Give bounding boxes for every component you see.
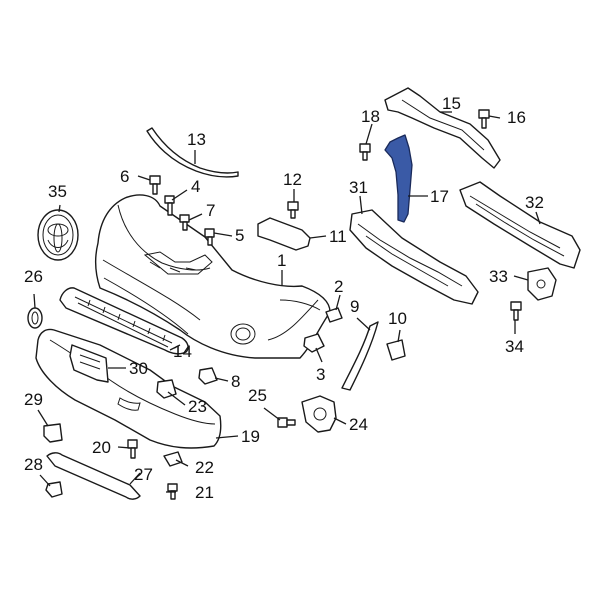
callout-6: 6: [120, 167, 129, 186]
part-12-screw[interactable]: [287, 201, 299, 219]
callout-labels: 1 2 3 4 5 6 7 8 9 10 11 12 13 14 15 16 1…: [24, 94, 544, 502]
callout-30: 30: [129, 359, 148, 378]
callout-10: 10: [388, 309, 407, 328]
callout-26: 26: [24, 267, 43, 286]
callout-8: 8: [231, 372, 240, 391]
callout-18: 18: [361, 107, 380, 126]
callout-21: 21: [195, 483, 214, 502]
part-22-clip[interactable]: [163, 451, 183, 467]
part-21-screw[interactable]: [167, 483, 178, 500]
callout-16: 16: [507, 108, 526, 127]
callout-31: 31: [349, 178, 368, 197]
callout-4: 4: [191, 177, 200, 196]
callout-27: 27: [134, 465, 153, 484]
callout-2: 2: [334, 277, 343, 296]
leader-lines: [33, 111, 541, 493]
callout-22: 22: [195, 458, 214, 477]
part-3-fastener[interactable]: [303, 333, 325, 353]
callout-28: 28: [24, 455, 43, 474]
callout-19: 19: [241, 427, 260, 446]
callout-1: 1: [277, 251, 286, 270]
callout-7: 7: [206, 201, 215, 220]
part-19-lower-valance[interactable]: [35, 328, 222, 449]
part-17-highlighted-bracket[interactable]: [384, 134, 413, 223]
part-33-bracket[interactable]: [527, 267, 557, 301]
part-7-screw[interactable]: [179, 214, 190, 231]
part-18-bolt[interactable]: [359, 143, 371, 161]
callout-12: 12: [283, 170, 302, 189]
part-25-screw[interactable]: [277, 417, 296, 428]
callout-32: 32: [525, 193, 544, 212]
part-1-bumper-cover[interactable]: [94, 194, 331, 359]
part-27-lower-strip[interactable]: [46, 452, 141, 500]
part-34-bolt[interactable]: [510, 301, 522, 321]
part-24-bracket[interactable]: [301, 395, 337, 433]
part-20-screw[interactable]: [127, 439, 138, 459]
part-30-plate-bracket[interactable]: [69, 344, 109, 383]
part-11-bracket[interactable]: [257, 217, 311, 251]
part-8-retainer[interactable]: [198, 367, 218, 385]
callout-34: 34: [505, 337, 524, 356]
part-32-reinforcement[interactable]: [459, 181, 581, 269]
part-29-clip[interactable]: [43, 423, 63, 443]
part-2-fastener[interactable]: [325, 307, 343, 323]
part-35-emblem[interactable]: [37, 209, 79, 261]
callout-15: 15: [442, 94, 461, 113]
callout-17: 17: [430, 187, 449, 206]
part-26-plug[interactable]: [27, 307, 43, 329]
part-23-clip[interactable]: [156, 379, 177, 399]
part-31-absorber[interactable]: [349, 209, 479, 305]
callout-3: 3: [316, 365, 325, 384]
callout-5: 5: [235, 226, 244, 245]
callout-25: 25: [248, 386, 267, 405]
part-4-screw[interactable]: [164, 195, 175, 216]
part-14-lower-grille[interactable]: [59, 287, 189, 355]
part-16-bolt[interactable]: [478, 109, 490, 129]
callout-35: 35: [48, 182, 67, 201]
callout-11: 11: [329, 227, 347, 246]
callout-24: 24: [349, 415, 368, 434]
callout-20: 20: [92, 438, 111, 457]
callout-13: 13: [187, 130, 206, 149]
part-13-molding[interactable]: [146, 127, 239, 178]
part-9-side-strip[interactable]: [341, 321, 379, 391]
callout-14: 14: [173, 342, 192, 361]
part-10-fastener[interactable]: [386, 339, 406, 361]
callout-33: 33: [489, 267, 508, 286]
part-6-screw[interactable]: [149, 175, 161, 195]
callout-9: 9: [350, 297, 359, 316]
callout-29: 29: [24, 390, 43, 409]
callout-23: 23: [188, 397, 207, 416]
part-15-upper-support[interactable]: [384, 87, 501, 169]
